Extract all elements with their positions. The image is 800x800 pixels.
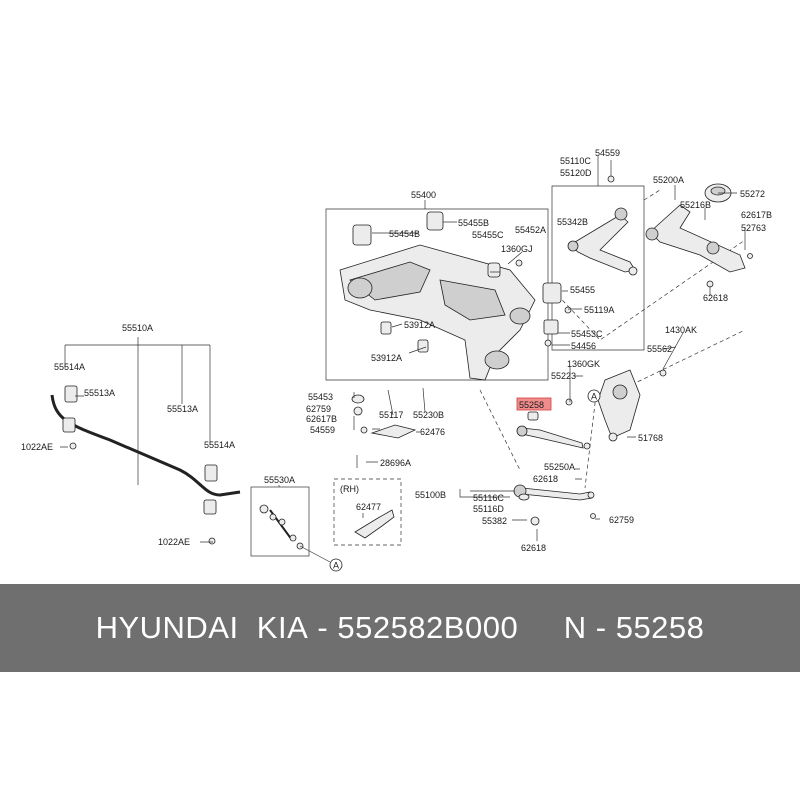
ref-prefix-text: N - bbox=[563, 610, 616, 645]
label-55453: 55453 bbox=[308, 392, 333, 402]
label-1430AK: 1430AK bbox=[665, 325, 697, 335]
svg-text:A: A bbox=[591, 392, 597, 402]
spacer-text bbox=[518, 610, 564, 646]
label-62617B-right: 62617B bbox=[741, 210, 772, 220]
label-62477: 62477 bbox=[356, 502, 381, 512]
label-62618-right: 62618 bbox=[703, 293, 728, 303]
label-55120D: 55120D bbox=[560, 168, 592, 178]
label-55513A-left: 55513A bbox=[84, 388, 115, 398]
label-55117: 55117 bbox=[379, 410, 403, 420]
label-54559-top: 54559 bbox=[595, 148, 620, 158]
part-number-banner: HYUNDAI KIA - 552582B000 N - 55258 bbox=[0, 584, 800, 672]
label-55455C: 55455C bbox=[472, 230, 504, 240]
label-55100B: 55100B bbox=[415, 490, 446, 500]
label-55454B: 55454B bbox=[389, 229, 420, 239]
label-62759-right: 62759 bbox=[609, 515, 634, 525]
label-55216B: 55216B bbox=[680, 200, 711, 210]
stabilizer-bar bbox=[50, 385, 241, 545]
label-1022AE-2: 1022AE bbox=[158, 537, 190, 547]
ref-number-text: 55258 bbox=[615, 610, 705, 645]
label-52763: 52763 bbox=[741, 223, 766, 233]
label-62476: 62476 bbox=[420, 427, 445, 437]
label-51768: 51768 bbox=[638, 433, 663, 443]
label-53912A-2: 53912A bbox=[371, 353, 402, 363]
label-55119A: 55119A bbox=[584, 305, 614, 315]
lateral-links bbox=[513, 398, 596, 526]
label-rh: (RH) bbox=[340, 484, 359, 494]
circle-marker-a-1: A bbox=[587, 389, 601, 403]
leader-dashes bbox=[479, 189, 746, 489]
label-62618-mid: 62618 bbox=[533, 474, 558, 484]
label-55453C: 55453C bbox=[571, 329, 603, 339]
label-55200A: 55200A bbox=[653, 175, 684, 185]
label-62618-bottom: 62618 bbox=[521, 543, 546, 553]
label-55116D: 55116D bbox=[473, 504, 504, 514]
leader-lines bbox=[60, 156, 746, 543]
label-1022AE-1: 1022AE bbox=[21, 442, 53, 452]
knuckle bbox=[597, 369, 667, 442]
label-55514A-left: 55514A bbox=[54, 362, 85, 372]
part-number-text: 552582B000 bbox=[337, 610, 519, 645]
label-55562: 55562 bbox=[647, 344, 672, 354]
highlighted-part-box bbox=[516, 397, 552, 411]
svg-text:A: A bbox=[333, 561, 339, 571]
label-1360GK: 1360GK bbox=[567, 359, 600, 369]
label-55514A: 55514A bbox=[204, 440, 235, 450]
label-55455B: 55455B bbox=[458, 218, 489, 228]
bracket-62477 bbox=[354, 509, 395, 539]
label-1360GJ: 1360GJ bbox=[501, 244, 533, 254]
label-55455: 55455 bbox=[570, 285, 595, 295]
label-54559: 54559 bbox=[310, 425, 335, 435]
label-55230B: 55230B bbox=[413, 410, 444, 420]
label-55400: 55400 bbox=[411, 190, 436, 200]
label-55382: 55382 bbox=[482, 516, 507, 526]
subframe-boundary bbox=[325, 208, 549, 381]
label-28696A: 28696A bbox=[380, 458, 411, 468]
label-62617B: 62617B bbox=[306, 414, 337, 424]
label-55258: 55258 bbox=[519, 400, 544, 410]
label-55250A: 55250A bbox=[544, 462, 575, 472]
label-55513A: 55513A bbox=[167, 404, 198, 414]
trailing-arm bbox=[645, 183, 753, 288]
circle-marker-a-2: A bbox=[299, 545, 343, 572]
label-55110C: 55110C bbox=[560, 156, 591, 166]
mount-hardware bbox=[351, 387, 426, 468]
separator-text: - bbox=[308, 610, 338, 645]
label-55510A: 55510A bbox=[122, 323, 153, 333]
label-54456: 54456 bbox=[571, 341, 596, 351]
upper-arm bbox=[567, 175, 638, 276]
link-kit-box bbox=[250, 486, 310, 557]
label-55116C: 55116C bbox=[473, 493, 504, 503]
bushing-parts bbox=[352, 211, 572, 353]
label-55342B: 55342B bbox=[557, 217, 588, 227]
label-55530A: 55530A bbox=[264, 475, 295, 485]
label-55272: 55272 bbox=[740, 189, 765, 199]
exploded-parts-diagram: 55400 55455B 55454B 55455C 55452A 1360GJ… bbox=[21, 148, 772, 572]
rh-box bbox=[333, 478, 402, 546]
brand-text: HYUNDAI KIA bbox=[95, 610, 309, 645]
subframe-body bbox=[339, 244, 536, 381]
label-55452A: 55452A bbox=[515, 225, 546, 235]
label-53912A-1: 53912A bbox=[404, 320, 435, 330]
stabilizer-link bbox=[259, 504, 304, 550]
label-55223: 55223 bbox=[551, 371, 576, 381]
label-62759: 62759 bbox=[306, 404, 331, 414]
